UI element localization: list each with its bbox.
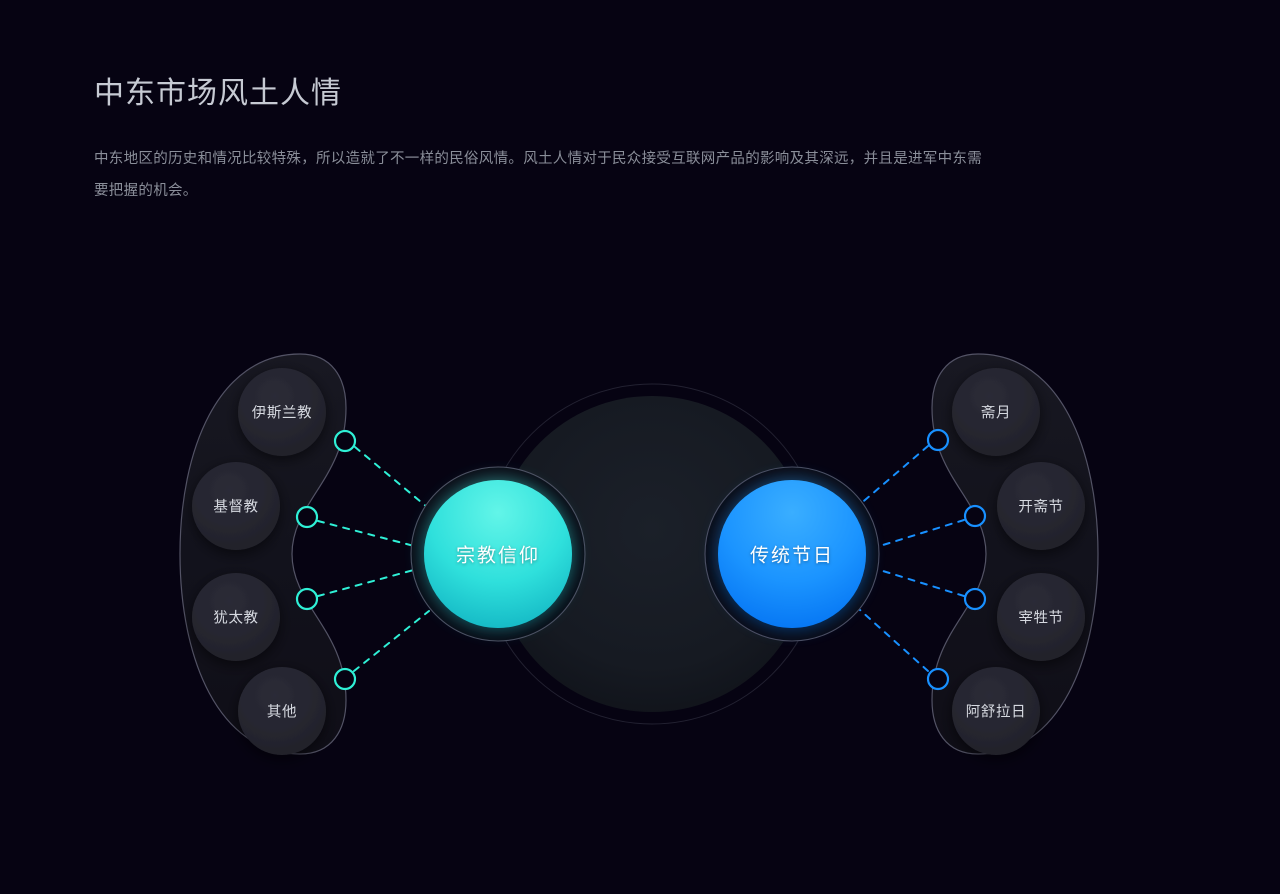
right-node-circle-2 <box>997 462 1085 550</box>
left-node-circle-4 <box>238 667 326 755</box>
right-connector-lines <box>857 445 965 672</box>
left-connector-line-3 <box>317 567 422 597</box>
left-hub[interactable] <box>410 466 586 642</box>
relationship-diagram: 伊斯兰教 基督教 犹太教 其他 斋月 开斋节 宰牲节 阿舒拉日 宗教信仰 传统节… <box>0 300 1280 820</box>
left-connector-dot-3 <box>295 587 319 611</box>
right-connector-line-2 <box>869 519 965 550</box>
left-hub-circle <box>424 480 572 628</box>
diagram-svg <box>179 353 1099 755</box>
left-connector-line-1 <box>354 446 434 513</box>
right-connector-line-3 <box>869 566 965 597</box>
right-connector-dot-1 <box>926 428 950 452</box>
right-connector-dot-3 <box>963 587 987 611</box>
left-connector-dot-2 <box>295 505 319 529</box>
right-connector-line-1 <box>857 445 929 507</box>
page-description: 中东地区的历史和情况比较特殊，所以造就了不一样的民俗风情。风土人情对于民众接受互… <box>94 150 982 199</box>
right-node-circle-4 <box>952 667 1040 755</box>
left-node-circle-1 <box>238 368 326 456</box>
right-hub-circle <box>718 480 866 628</box>
right-connector-line-4 <box>859 609 929 672</box>
left-node-circle-2 <box>192 462 280 550</box>
right-connector-dots[interactable] <box>926 428 987 691</box>
left-connector-dots[interactable] <box>295 429 357 691</box>
page-title: 中东市场风土人情 <box>94 77 342 110</box>
left-connector-line-4 <box>353 610 430 672</box>
left-connector-lines <box>317 446 434 672</box>
right-nodes[interactable] <box>952 368 1085 755</box>
right-node-circle-1 <box>952 368 1040 456</box>
left-nodes[interactable] <box>192 368 326 755</box>
right-hub[interactable] <box>704 466 880 642</box>
left-connector-dot-4 <box>333 667 357 691</box>
right-connector-dot-2 <box>963 504 987 528</box>
header: 中东市场风土人情 中东地区的历史和情况比较特殊，所以造就了不一样的民俗风情。风土… <box>94 74 1034 207</box>
left-connector-dot-1 <box>333 429 357 453</box>
right-connector-dot-4 <box>926 667 950 691</box>
left-node-circle-3 <box>192 573 280 661</box>
right-node-circle-3 <box>997 573 1085 661</box>
left-connector-line-2 <box>317 520 419 548</box>
